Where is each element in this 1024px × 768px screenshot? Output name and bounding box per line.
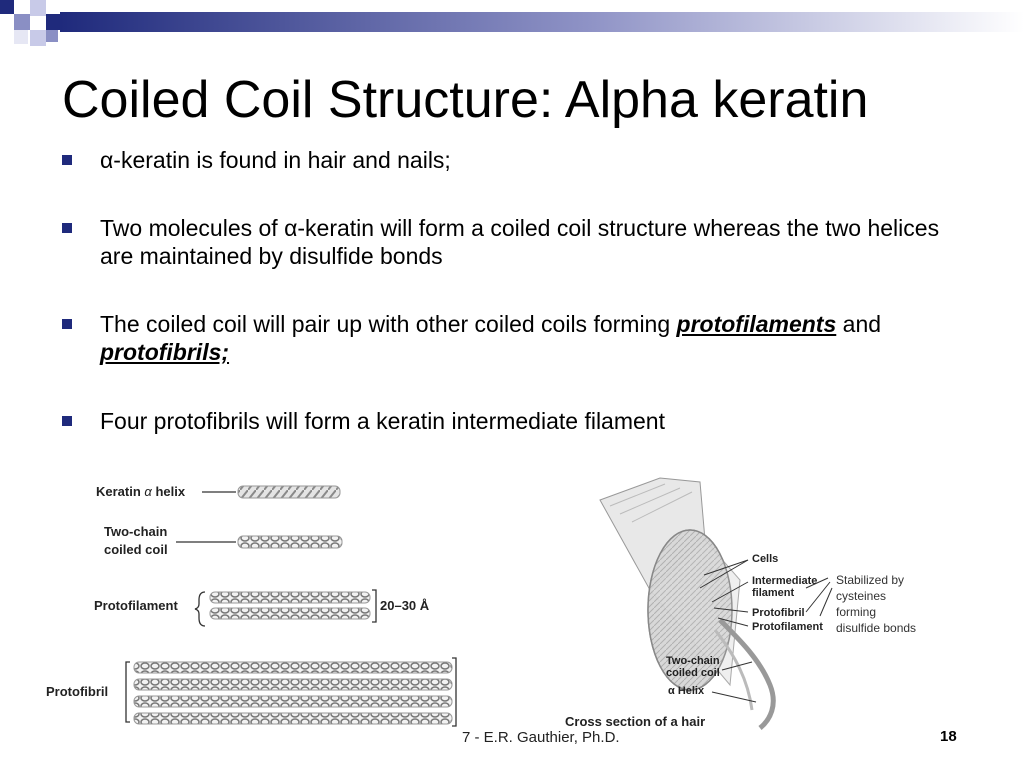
protofibril-right-label: Protofibril bbox=[752, 607, 805, 619]
svg-text:Keratin α helix: Keratin α helix bbox=[96, 484, 186, 499]
filament-label: filament bbox=[752, 587, 795, 599]
two-chain-right-label: Two-chain bbox=[666, 655, 720, 667]
coiled-coil-right-label: coiled coil bbox=[666, 667, 720, 679]
bullet-text: α-keratin is found in hair and nails; bbox=[100, 147, 451, 173]
protofilaments-term: protofilaments bbox=[676, 311, 837, 337]
bullet-text: Two molecules of α-keratin will form a c… bbox=[100, 215, 940, 269]
protofibril-label: Protofibril bbox=[46, 684, 108, 699]
hair-cross-section-diagram: Cells Intermediate filament Protofibril … bbox=[565, 477, 916, 730]
bullet-list: α-keratin is found in hair and nails; Tw… bbox=[62, 146, 962, 435]
keratin-label: Keratin bbox=[96, 484, 141, 499]
square-bullet-icon bbox=[62, 155, 72, 165]
stabilized-label-3: forming bbox=[836, 605, 876, 619]
bullet-item: Four protofibrils will form a keratin in… bbox=[62, 407, 962, 435]
two-chain-label: Two-chain bbox=[104, 524, 167, 539]
keratin-structure-figure: Keratin α helix Two-chain coiled coil Pr… bbox=[46, 477, 916, 730]
bullet-text-connector: and bbox=[836, 311, 882, 337]
cells-label: Cells bbox=[752, 553, 778, 565]
square-bullet-icon bbox=[62, 416, 72, 426]
helix-label: helix bbox=[155, 484, 185, 499]
two-chain-coiled-coil-diagram: Two-chain coiled coil bbox=[104, 524, 343, 557]
title-bar-decoration bbox=[0, 0, 1024, 46]
bullet-item: α-keratin is found in hair and nails; bbox=[62, 146, 962, 174]
bullet-text: Four protofibrils will form a keratin in… bbox=[100, 408, 665, 434]
keratin-helix-diagram: Keratin α helix bbox=[96, 484, 341, 499]
stabilized-label-2: cysteines bbox=[836, 589, 886, 603]
intermediate-label: Intermediate bbox=[752, 575, 817, 587]
page-number: 18 bbox=[940, 728, 957, 745]
stabilized-label-4: disulfide bonds bbox=[836, 621, 916, 635]
alpha-helix-label: α Helix bbox=[668, 685, 705, 697]
square-bullet-icon bbox=[62, 319, 72, 329]
protofilament-right-label: Protofilament bbox=[752, 621, 823, 633]
bullet-item: The coiled coil will pair up with other … bbox=[62, 310, 962, 366]
coiled-coil-label: coiled coil bbox=[104, 542, 168, 557]
protofilament-diagram: Protofilament 20–30 Å bbox=[94, 589, 430, 627]
square-bullet-icon bbox=[62, 223, 72, 233]
bullet-item: Two molecules of α-keratin will form a c… bbox=[62, 214, 962, 270]
cross-section-caption: Cross section of a hair bbox=[565, 714, 705, 729]
alpha-symbol: α bbox=[144, 484, 152, 499]
dimension-label: 20–30 Å bbox=[380, 598, 430, 613]
footer-author: 7 - E.R. Gauthier, Ph.D. bbox=[462, 729, 620, 746]
protofilament-label: Protofilament bbox=[94, 598, 178, 613]
slide-title: Coiled Coil Structure: Alpha keratin bbox=[62, 71, 869, 129]
bullet-text: The coiled coil will pair up with other … bbox=[100, 311, 677, 337]
protofibril-diagram: Protofibril bbox=[46, 657, 457, 727]
stabilized-label-1: Stabilized by bbox=[836, 573, 904, 587]
protofibrils-term: protofibrils; bbox=[100, 339, 230, 365]
